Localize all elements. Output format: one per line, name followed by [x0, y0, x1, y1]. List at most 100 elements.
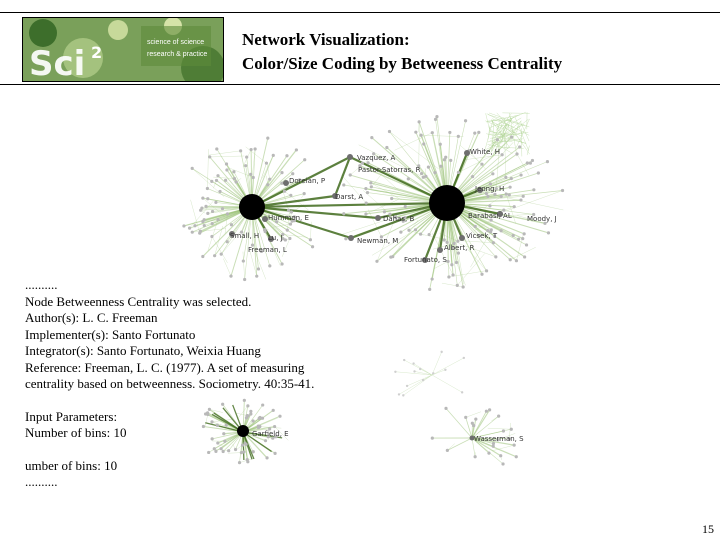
labelled-node	[375, 215, 381, 221]
network-edge	[362, 190, 391, 215]
network-edge	[492, 116, 515, 140]
network-node	[223, 439, 227, 443]
network-edge	[471, 437, 515, 446]
network-edge	[458, 154, 495, 173]
network-node	[257, 424, 262, 429]
network-node	[426, 165, 431, 169]
header-rule	[0, 84, 720, 85]
network-node	[210, 437, 214, 441]
network-edge	[499, 120, 504, 123]
network-edge	[463, 154, 503, 161]
network-edge	[516, 118, 530, 148]
network-edge	[470, 222, 488, 231]
info-line: Integrator(s): Santo Fortunato, Weixia H…	[25, 343, 261, 358]
network-edge	[421, 135, 464, 137]
network-node	[273, 424, 277, 429]
network-node	[212, 447, 216, 451]
network-edge	[341, 216, 396, 235]
network-node	[412, 362, 415, 365]
network-node	[421, 175, 425, 179]
network-node	[407, 228, 411, 232]
labelled-node	[459, 235, 465, 241]
network-edge	[490, 131, 529, 139]
network-node	[190, 230, 194, 234]
network-edge	[470, 231, 491, 268]
network-node	[369, 185, 373, 189]
network-node	[471, 175, 475, 179]
network-edge	[245, 146, 267, 164]
parameter-line: Number of bins: 10	[25, 425, 127, 440]
network-node	[224, 162, 229, 166]
label-white: White, H	[470, 148, 500, 156]
network-node	[292, 215, 296, 219]
network-node	[523, 255, 527, 259]
network-node	[206, 211, 210, 215]
network-node	[201, 196, 205, 200]
network-node	[364, 212, 368, 216]
network-edge	[487, 427, 512, 430]
network-edge	[242, 431, 272, 453]
network-node	[360, 161, 364, 165]
network-node	[280, 262, 284, 266]
network-node	[489, 230, 493, 234]
network-edge	[418, 123, 420, 166]
network-node	[249, 412, 253, 416]
network-node	[491, 172, 495, 176]
network-node	[486, 194, 490, 198]
network-node	[264, 161, 269, 165]
network-edge	[251, 205, 352, 240]
network-edge	[209, 155, 245, 158]
network-node	[507, 437, 511, 441]
network-node	[260, 416, 265, 420]
network-edge	[183, 222, 198, 227]
network-node	[456, 251, 461, 255]
network-node	[206, 411, 210, 415]
network-edge	[221, 231, 241, 255]
network-node	[288, 236, 292, 241]
network-edge	[236, 412, 248, 416]
network-node	[202, 223, 206, 228]
network-node	[303, 158, 307, 162]
network-node	[438, 142, 442, 146]
network-node	[461, 285, 465, 289]
network-node	[473, 224, 477, 229]
network-edge	[509, 422, 511, 439]
network-node	[440, 350, 443, 354]
label-doreian: Doreian, P	[289, 177, 325, 185]
network-node	[215, 147, 219, 151]
network-node	[219, 447, 223, 451]
network-node	[214, 178, 219, 183]
network-node	[477, 130, 481, 135]
network-node	[273, 451, 277, 455]
label-garfield: Garfield, E	[252, 430, 289, 438]
network-node	[375, 259, 379, 263]
label-vazquez: Vazquez, A	[357, 154, 396, 162]
network-edge	[208, 150, 241, 156]
network-edge	[471, 437, 502, 457]
network-node	[522, 232, 526, 236]
network-node	[435, 115, 439, 119]
network-node	[460, 391, 464, 394]
network-edge	[432, 233, 454, 276]
network-node	[198, 231, 202, 235]
label-barabasi: Barabasi, AL	[468, 212, 512, 220]
network-edge	[190, 199, 200, 234]
network-node	[190, 166, 194, 170]
network-node	[182, 224, 186, 228]
network-node	[414, 130, 418, 134]
network-node	[489, 218, 493, 222]
network-node	[288, 222, 293, 226]
network-node	[250, 243, 255, 247]
network-node	[424, 174, 428, 178]
network-node	[433, 171, 437, 175]
label-darst: Darst, A	[335, 193, 363, 201]
network-node	[518, 145, 522, 149]
info-gap	[25, 442, 314, 458]
network-node	[444, 368, 447, 371]
network-node	[525, 161, 529, 165]
network-node	[484, 269, 489, 273]
network-node	[508, 258, 512, 262]
network-node	[240, 230, 244, 234]
network-node	[493, 192, 497, 197]
network-edge	[471, 410, 487, 439]
